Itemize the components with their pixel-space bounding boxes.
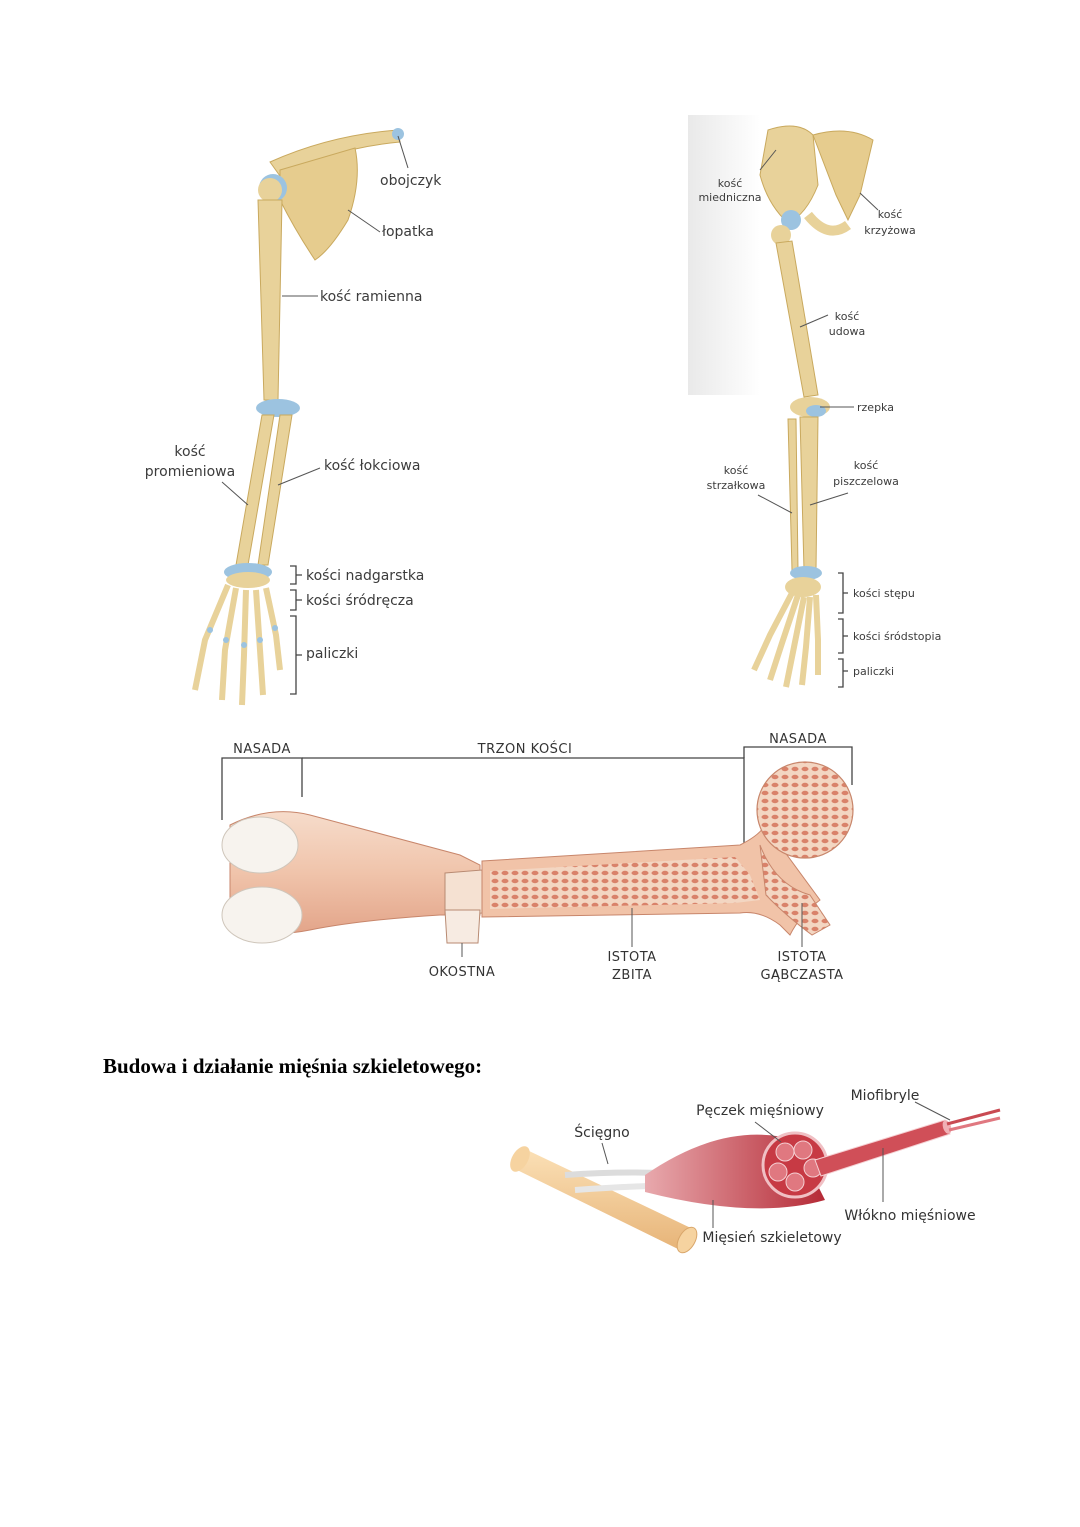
label-peczek-miesniowy: Pęczek mięśniowy bbox=[696, 1103, 824, 1119]
label-sciegno: Ścięgno bbox=[574, 1123, 629, 1141]
label-kosc-piszczelowa-line1: kość bbox=[854, 459, 879, 472]
label-kosc-krzyzowa-line2: krzyżowa bbox=[864, 224, 915, 237]
label-trzon-kosci: TRZON KOŚCI bbox=[477, 741, 573, 757]
peczek-leader bbox=[754, 1121, 782, 1143]
lopatka-leader bbox=[347, 209, 381, 233]
arm-skeleton-figure: obojczyk łopatka kość ramienna kość prom… bbox=[145, 128, 442, 706]
label-istota-zbita-line1: ISTOTA bbox=[607, 950, 656, 965]
long-bone-drawing bbox=[221, 761, 854, 944]
label-kosc-piszczelowa-line2: piszczelowa bbox=[833, 475, 899, 488]
label-istota-gabczasta-line1: ISTOTA bbox=[777, 950, 826, 965]
muscle-drawing bbox=[510, 1108, 1001, 1254]
label-kosci-srodstopia: kości śródstopia bbox=[853, 630, 941, 643]
nadgarstka-bracket bbox=[290, 565, 302, 585]
nasada-right-bracket bbox=[743, 746, 853, 785]
paliczki-leg-bracket bbox=[838, 658, 848, 688]
label-kosc-ramienna: kość ramienna bbox=[320, 289, 422, 305]
label-nasada-right: NASADA bbox=[769, 732, 827, 747]
piszczelowa-leader bbox=[809, 492, 849, 506]
label-kosc-miedniczna-line1: kość bbox=[718, 177, 743, 190]
srodrecza-bracket bbox=[290, 589, 302, 611]
promieniowa-leader bbox=[221, 481, 249, 506]
label-paliczki-stopy: paliczki bbox=[853, 665, 894, 678]
sciegno-leader bbox=[601, 1142, 609, 1165]
label-kosc-miedniczna-line2: miedniczna bbox=[698, 191, 761, 204]
label-kosci-stepu: kości stępu bbox=[853, 587, 915, 600]
nasada-left-bracket bbox=[221, 757, 303, 820]
label-kosc-udowa-line2: udowa bbox=[829, 325, 865, 338]
label-okostna: OKOSTNA bbox=[429, 965, 496, 980]
leg-bones bbox=[751, 125, 874, 688]
label-kosc-promieniowa-line1: kość bbox=[174, 444, 205, 460]
label-kosc-udowa-line1: kość bbox=[835, 310, 860, 323]
label-kosc-promieniowa-line2: promieniowa bbox=[145, 464, 235, 480]
lokciowa-leader bbox=[277, 467, 321, 486]
leg-skeleton-figure: kość miedniczna kość krzyżowa kość udowa… bbox=[688, 115, 941, 688]
label-wlokno-miesniowe: Włókno mięśniowe bbox=[844, 1208, 975, 1224]
miedniczna-leader bbox=[759, 149, 777, 171]
label-kosc-krzyzowa-line1: kość bbox=[878, 208, 903, 221]
label-paliczki: paliczki bbox=[306, 646, 358, 662]
section-heading: Budowa i działanie mięśnia szkieletowego… bbox=[103, 1054, 483, 1078]
long-bone-figure: NASADA TRZON KOŚCI NASADA OKOSTNA ISTOTA… bbox=[221, 732, 854, 983]
paliczki-bracket bbox=[290, 615, 302, 695]
label-kosci-nadgarstka: kości nadgarstka bbox=[306, 568, 424, 584]
strzalkowa-leader bbox=[757, 494, 793, 514]
label-rzepka: rzepka bbox=[857, 401, 894, 414]
label-miesien-szkieletowy: Mięsień szkieletowy bbox=[702, 1230, 841, 1246]
label-kosci-srodrecza: kości śródręcza bbox=[306, 593, 414, 609]
arm-bones bbox=[192, 128, 404, 706]
miofibryle-leader bbox=[914, 1101, 951, 1121]
label-kosc-lokciowa: kość łokciowa bbox=[324, 458, 420, 474]
srodstopia-bracket bbox=[838, 618, 848, 654]
udowa-leader bbox=[799, 314, 829, 328]
muscle-structure-figure: Ścięgno Pęczek mięśniowy Miofibryle Włók… bbox=[510, 1088, 1001, 1254]
label-nasada-left: NASADA bbox=[233, 742, 291, 757]
krzyzowa-leader bbox=[859, 192, 879, 211]
label-istota-gabczasta-line2: GĄBCZASTA bbox=[760, 968, 843, 983]
label-kosc-strzalkowa-line2: strzałkowa bbox=[707, 479, 766, 492]
label-lopatka: łopatka bbox=[382, 224, 434, 240]
stepu-bracket bbox=[838, 572, 848, 614]
label-kosc-strzalkowa-line1: kość bbox=[724, 464, 749, 477]
label-obojczyk: obojczyk bbox=[380, 173, 442, 189]
label-istota-zbita-line2: ZBITA bbox=[612, 968, 652, 983]
label-miofibryle: Miofibryle bbox=[851, 1088, 920, 1104]
obojczyk-leader bbox=[397, 135, 409, 169]
